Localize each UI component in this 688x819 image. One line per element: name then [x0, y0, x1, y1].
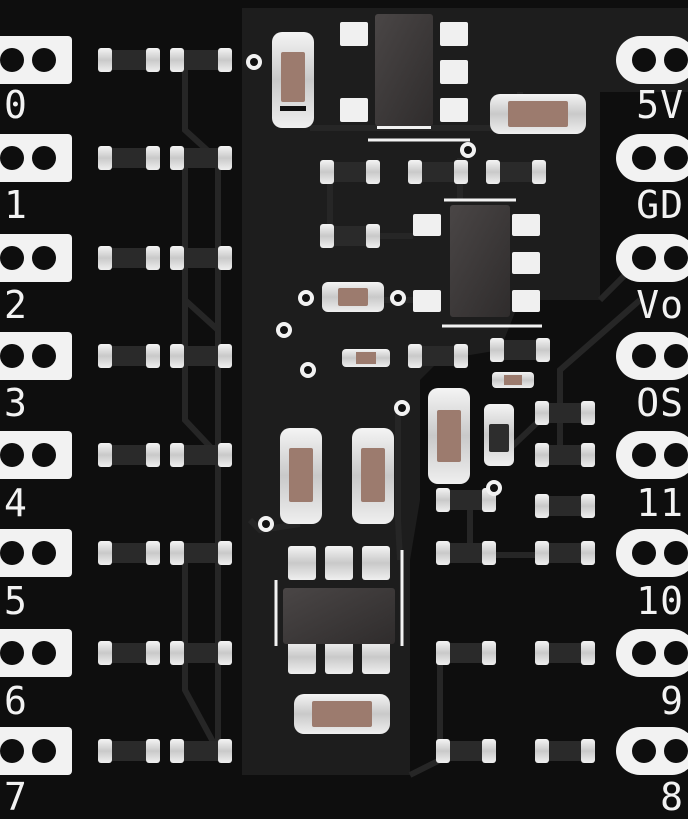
resistor-left-a-7: [98, 739, 160, 763]
resistor-left-a-5: [98, 541, 160, 565]
castellated-pin-left-6: [0, 629, 72, 677]
top-ic: [340, 14, 470, 142]
resistor-left-b-6: [170, 641, 232, 665]
resistor-misc-8: [535, 641, 595, 665]
copper-pour: [242, 8, 688, 775]
pin-label-right-10: 10: [636, 579, 684, 623]
castellated-pin-left-1: [0, 134, 72, 182]
resistor-misc-4: [535, 401, 595, 425]
middle-ic: [413, 198, 542, 328]
castellated-pin-left-0: [0, 36, 72, 84]
pin-label-right-vo: Vo: [636, 283, 684, 327]
resistor-misc-10: [320, 160, 380, 184]
resistor-misc-11: [408, 160, 468, 184]
castellated-pin-left-4: [0, 431, 72, 479]
resistor-left-a-6: [98, 641, 160, 665]
bottom-ic: [274, 546, 404, 674]
pin-label-left-1: 1: [4, 183, 28, 227]
castellated-pin-right-4: [616, 431, 688, 479]
capacitor-mid-2: [352, 428, 394, 524]
via-1: [460, 142, 476, 158]
pin-label-right-9: 9: [660, 679, 684, 723]
castellated-pin-right-2: [616, 234, 688, 282]
via-0: [246, 54, 262, 70]
resistor-left-a-3: [98, 344, 160, 368]
pin-label-right-gd: GD: [636, 183, 684, 227]
resistor-left-b-1: [170, 146, 232, 170]
via-6: [394, 400, 410, 416]
resistor-tiny-1: [342, 349, 390, 367]
resistor-misc-1: [436, 541, 496, 565]
castellated-pin-left-3: [0, 332, 72, 380]
pin-label-left-4: 4: [4, 481, 28, 525]
resistor-misc-2: [436, 641, 496, 665]
pin-label-left-7: 7: [4, 775, 28, 819]
resistor-left-b-7: [170, 739, 232, 763]
pin-label-right-5v: 5V: [636, 83, 684, 127]
via-4: [276, 322, 292, 338]
pin-label-left-2: 2: [4, 283, 28, 327]
resistor-left-b-5: [170, 541, 232, 565]
capacitor-mid-1: [280, 428, 322, 524]
capacitor-bottom: [294, 694, 390, 734]
via-8: [258, 516, 274, 532]
pin-label-left-3: 3: [4, 381, 28, 425]
via-7: [486, 480, 502, 496]
resistor-arrays: [98, 48, 595, 763]
resistor-misc-3: [436, 739, 496, 763]
resistor-left-b-3: [170, 344, 232, 368]
pin-label-right-11: 11: [636, 481, 684, 525]
castellated-pins: [0, 36, 688, 775]
resistor-misc-7: [535, 541, 595, 565]
pin-label-right-8: 8: [660, 775, 684, 819]
castellated-pin-left-7: [0, 727, 72, 775]
resistor-left-b-2: [170, 246, 232, 270]
pin-label-left-6: 6: [4, 679, 28, 723]
resistor-misc-5: [535, 443, 595, 467]
resistor-misc-13: [320, 224, 380, 248]
capacitor-top-left: [272, 32, 314, 128]
capacitor-mid-3: [428, 388, 470, 484]
castellated-pin-right-3: [616, 332, 688, 380]
resistor-misc-14: [408, 344, 468, 368]
castellated-pin-left-2: [0, 234, 72, 282]
via-5: [300, 362, 316, 378]
via-3: [390, 290, 406, 306]
resistor-misc-6: [535, 494, 595, 518]
resistor-mid: [322, 282, 384, 312]
vias: [246, 54, 502, 532]
resistor-misc-15: [490, 338, 550, 362]
resistor-left-a-1: [98, 146, 160, 170]
capacitor-top-right: [490, 94, 586, 134]
resistor-left-b-0: [170, 48, 232, 72]
resistor-misc-0: [436, 488, 496, 512]
pin-label-left-0: 0: [4, 83, 28, 127]
castellated-pin-left-5: [0, 529, 72, 577]
castellated-pin-right-7: [616, 727, 688, 775]
resistor-misc-12: [486, 160, 546, 184]
pin-label-left-5: 5: [4, 579, 28, 623]
resistor-left-a-2: [98, 246, 160, 270]
resistor-left-b-4: [170, 443, 232, 467]
castellated-pin-right-5: [616, 529, 688, 577]
pin-label-right-os: OS: [636, 381, 684, 425]
castellated-pin-right-6: [616, 629, 688, 677]
resistor-misc-9: [535, 739, 595, 763]
resistor-left-a-4: [98, 443, 160, 467]
castellated-pin-right-0: [616, 36, 688, 84]
resistor-left-a-0: [98, 48, 160, 72]
diode-small: [484, 404, 514, 466]
resistor-tiny-2: [492, 372, 534, 388]
via-2: [298, 290, 314, 306]
castellated-pin-right-1: [616, 134, 688, 182]
